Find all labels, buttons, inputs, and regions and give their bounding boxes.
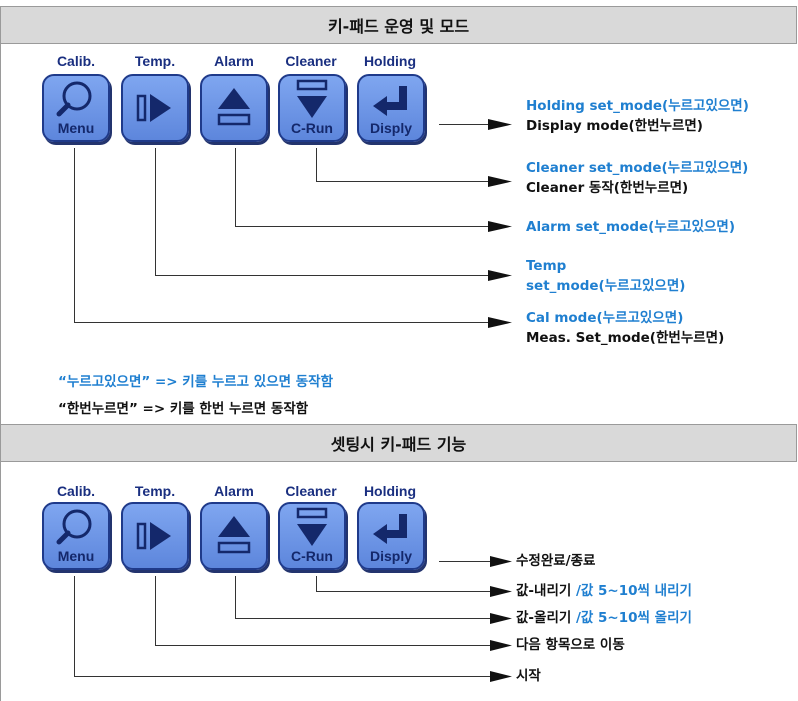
key-label-calib: Calib. — [56, 483, 96, 499]
down-triangle-icon — [296, 79, 328, 118]
temp-key[interactable] — [121, 74, 189, 142]
magnifier-icon — [56, 81, 92, 117]
key-text-crun: C-Run — [291, 120, 333, 136]
alarm-key[interactable] — [200, 502, 268, 570]
alarm-key[interactable] — [200, 74, 268, 142]
magnifier-icon — [56, 509, 92, 545]
key-text-menu: Menu — [57, 548, 95, 564]
alarm-description: Alarm set_mode(누르고있으면) — [526, 217, 735, 237]
temp-description: Temp set_mode(누르고있으면) — [526, 256, 685, 296]
key-text-disply: Disply — [369, 548, 412, 564]
decrease-label: 값-내리기 — [516, 583, 576, 599]
key-text-disply: Disply — [369, 120, 412, 136]
holding-disply-key[interactable]: Disply — [357, 502, 425, 570]
key-label-holding: Holding — [363, 483, 417, 499]
key-label-temp: Temp. — [134, 483, 176, 499]
eject-up-icon — [217, 516, 251, 554]
cleaner-action-text: Cleaner 동작(한번누르면) — [526, 180, 689, 196]
holding-set-mode-text: Holding set_mode(누르고있으면) — [526, 98, 749, 114]
increase-step-label: /값 5~10씩 올리기 — [575, 610, 692, 626]
holding-disply-key[interactable]: Disply — [357, 74, 425, 142]
cleaner-set-mode-text: Cleaner set_mode(누르고있으면) — [526, 160, 749, 176]
temp-text: Temp — [526, 258, 567, 274]
note-hold: “누르고있으면” => 키를 누르고 있으면 동작함 — [58, 374, 334, 390]
left-border — [0, 44, 1, 424]
start-text: 시작 — [516, 668, 541, 684]
enter-arrow-icon — [373, 86, 407, 116]
increase-label: 값-올리기 — [516, 610, 576, 626]
key-label-cleaner: Cleaner — [285, 53, 337, 69]
temp-set-mode-text: set_mode(누르고있으면) — [526, 278, 686, 294]
enter-arrow-icon — [373, 514, 407, 544]
down-triangle-icon — [296, 507, 328, 546]
section-header-keypad-modes: 키-패드 운영 및 모드 — [0, 6, 797, 44]
key-label-temp: Temp. — [134, 53, 176, 69]
key-label-alarm: Alarm — [214, 53, 254, 69]
section-title: 키-패드 운영 및 모드 — [327, 17, 470, 36]
eject-up-icon — [217, 88, 251, 126]
cleaner-crun-key[interactable]: C-Run — [278, 502, 346, 570]
section-header-setting-functions: 셋팅시 키-패드 기능 — [0, 424, 797, 462]
section-title: 셋팅시 키-패드 기능 — [330, 435, 467, 454]
alarm-set-mode-text: Alarm set_mode(누르고있으면) — [526, 219, 736, 235]
holding-description: Holding set_mode(누르고있으면) Display mode(한번… — [526, 96, 749, 136]
cleaner-crun-key[interactable]: C-Run — [278, 74, 346, 142]
display-mode-text: Display mode(한번누르면) — [526, 118, 703, 134]
finish-edit-text: 수정완료/종료 — [516, 553, 596, 569]
left-border — [0, 462, 1, 701]
key-label-cleaner: Cleaner — [285, 483, 337, 499]
calib-menu-key[interactable]: Menu — [42, 74, 110, 142]
key-text-menu: Menu — [57, 120, 95, 136]
key-label-calib: Calib. — [56, 53, 96, 69]
increase-value-text: 값-올리기 /값 5~10씩 올리기 — [516, 608, 692, 628]
decrease-value-text: 값-내리기 /값 5~10씩 내리기 — [516, 581, 692, 601]
temp-key[interactable] — [121, 502, 189, 570]
cal-mode-text: Cal mode(누르고있으면) — [526, 310, 684, 326]
play-arrow-icon — [136, 522, 171, 550]
cleaner-description: Cleaner set_mode(누르고있으면) Cleaner 동작(한번누르… — [526, 158, 748, 198]
meas-set-mode-text: Meas. Set_mode(한번누르면) — [526, 330, 725, 346]
play-arrow-icon — [136, 94, 171, 122]
next-item-text: 다음 항목으로 이동 — [516, 637, 625, 653]
key-text-crun: C-Run — [291, 548, 333, 564]
key-label-alarm: Alarm — [214, 483, 254, 499]
decrease-step-label: /값 5~10씩 내리기 — [575, 583, 692, 599]
key-label-holding: Holding — [363, 53, 417, 69]
calib-menu-key[interactable]: Menu — [42, 502, 110, 570]
calib-description: Cal mode(누르고있으면) Meas. Set_mode(한번누르면) — [526, 308, 724, 348]
note-press: “한번누르면” => 키를 한번 누르면 동작함 — [58, 401, 309, 417]
